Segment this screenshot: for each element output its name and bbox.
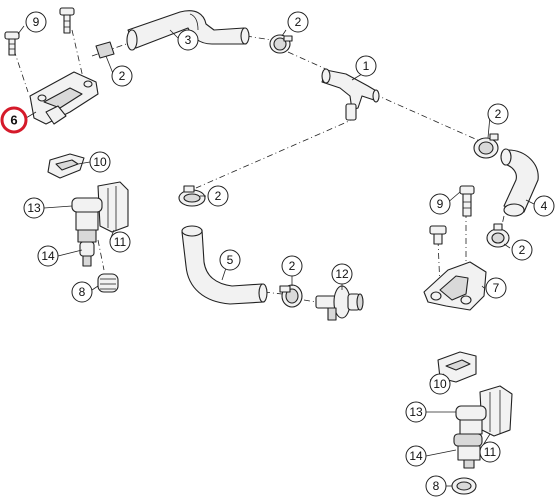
svg-text:4: 4 <box>541 199 548 213</box>
callout-11-left: 11 <box>109 231 131 253</box>
svg-text:1: 1 <box>363 59 370 73</box>
callout-8-left: 8 <box>71 281 93 303</box>
svg-text:2: 2 <box>519 243 526 257</box>
sensor-6 <box>29 71 99 125</box>
svg-text:14: 14 <box>41 249 55 263</box>
clamp-2-lower <box>279 284 303 308</box>
injector-13-left <box>71 197 103 267</box>
callout-2-right-a: 2 <box>487 103 509 125</box>
svg-text:6: 6 <box>10 113 17 128</box>
callout-10-right: 10 <box>429 373 451 395</box>
svg-text:2: 2 <box>215 189 222 203</box>
bolt-9-right-a <box>429 225 447 245</box>
svg-text:11: 11 <box>114 235 127 249</box>
svg-text:11: 11 <box>484 445 497 459</box>
callout-9-right: 9 <box>429 193 451 215</box>
t-connector-1 <box>321 68 380 121</box>
clip-10-left <box>47 153 85 179</box>
callout-2-right-b: 2 <box>511 239 533 261</box>
svg-text:13: 13 <box>409 405 423 419</box>
callout-1: 1 <box>355 55 377 77</box>
svg-text:9: 9 <box>437 197 444 211</box>
callout-13-right: 13 <box>405 401 427 423</box>
svg-text:3: 3 <box>185 33 192 47</box>
svg-text:10: 10 <box>93 155 107 169</box>
callout-11-right: 11 <box>479 441 501 463</box>
callout-lines <box>17 25 535 487</box>
hose-5 <box>181 225 268 305</box>
connector-11-left <box>97 181 129 233</box>
seal-8-left <box>97 273 119 293</box>
clamp-2-mid <box>178 185 206 207</box>
svg-text:8: 8 <box>79 285 86 299</box>
callout-4: 4 <box>533 195 555 217</box>
hose-4 <box>500 148 539 217</box>
svg-text:2: 2 <box>119 69 126 83</box>
fitting-12 <box>315 285 364 321</box>
callouts: 9 2 3 2 1 6 10 2 13 11 14 8 2 4 9 2 5 2 … <box>0 11 555 497</box>
callout-9-left: 9 <box>25 11 47 33</box>
svg-text:5: 5 <box>227 253 234 267</box>
small-block <box>95 41 115 59</box>
callout-13-left: 13 <box>23 197 45 219</box>
svg-text:8: 8 <box>433 479 440 493</box>
callout-10-left: 10 <box>89 151 111 173</box>
callout-7: 7 <box>485 277 507 299</box>
bracket-7 <box>423 261 487 311</box>
callout-14-right: 14 <box>405 445 427 467</box>
callout-2-sensor: 2 <box>111 65 133 87</box>
callout-5: 5 <box>219 249 241 271</box>
callout-12: 12 <box>331 263 353 285</box>
svg-text:13: 13 <box>27 201 41 215</box>
clamp-2-top <box>269 34 293 54</box>
svg-text:14: 14 <box>409 449 423 463</box>
seal-8-right <box>451 477 477 495</box>
callout-2-top: 2 <box>287 11 309 33</box>
bolt-9-right-b <box>459 185 475 217</box>
bolt-9-left-a <box>4 31 20 56</box>
svg-text:2: 2 <box>295 15 302 29</box>
svg-text:2: 2 <box>495 107 502 121</box>
clamp-2-right-a <box>473 133 499 159</box>
callout-3: 3 <box>177 29 199 51</box>
svg-text:2: 2 <box>289 259 296 273</box>
injector-13-right <box>453 405 487 469</box>
clamp-2-right-b <box>486 223 510 248</box>
svg-text:12: 12 <box>335 267 349 281</box>
callout-14-left: 14 <box>37 245 59 267</box>
svg-text:10: 10 <box>433 377 447 391</box>
callout-6-highlighted: 6 <box>0 106 28 134</box>
callout-8-right: 8 <box>425 475 447 497</box>
bolt-9-left-b <box>59 7 75 34</box>
callout-2-lower: 2 <box>281 255 303 277</box>
callout-2-mid: 2 <box>207 185 229 207</box>
svg-text:7: 7 <box>493 281 500 295</box>
clip-10-right <box>437 351 477 383</box>
svg-text:9: 9 <box>33 15 40 29</box>
